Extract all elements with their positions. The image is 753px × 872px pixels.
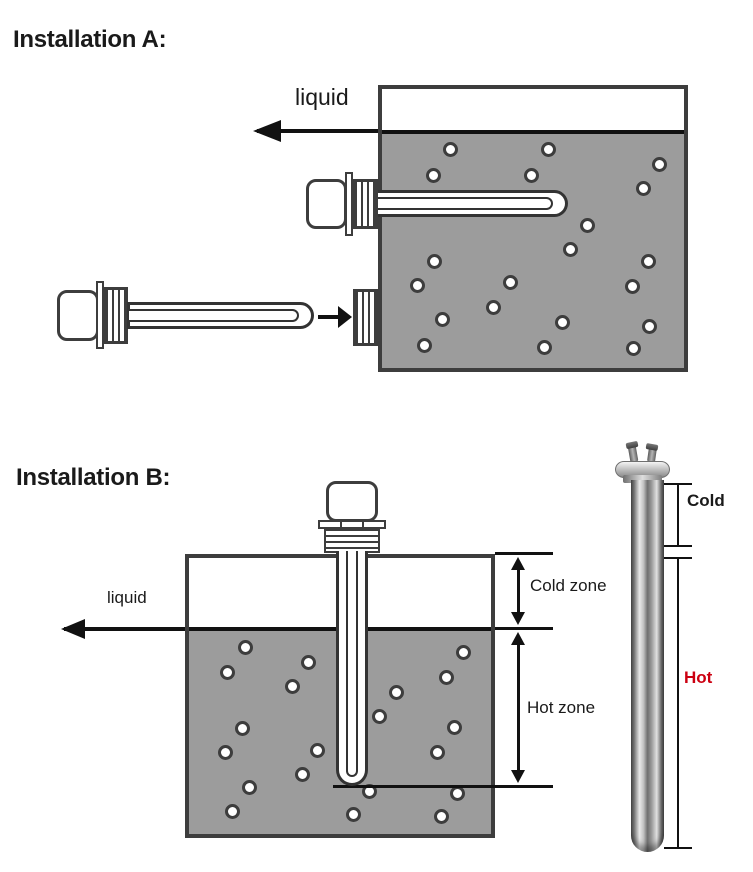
hot-bracket-line (677, 557, 679, 849)
bubble (641, 254, 656, 269)
bubble (580, 218, 595, 233)
bubble (434, 809, 449, 824)
bubble (295, 767, 310, 782)
heater-a2-head (57, 290, 99, 341)
bubble (439, 670, 454, 685)
cold-bracket-bottom-tick (664, 545, 692, 547)
bubble (563, 242, 578, 257)
bubble (555, 315, 570, 330)
bubble (430, 745, 445, 760)
bubble (435, 312, 450, 327)
bubble (285, 679, 300, 694)
bubble (541, 142, 556, 157)
bubble (426, 168, 441, 183)
bubble (636, 181, 651, 196)
bubble (486, 300, 501, 315)
bubble (225, 804, 240, 819)
bubble (220, 665, 235, 680)
installation-b-liquid-label: liquid (107, 588, 147, 607)
bubble (235, 721, 250, 736)
bubble (410, 278, 425, 293)
hot-section-label: Hot (684, 668, 713, 687)
left-arrow-icon-b (61, 619, 85, 639)
bubble (417, 338, 432, 353)
left-arrow-icon-a (253, 120, 281, 142)
heater-a2-tube-inner (127, 309, 299, 322)
hot-zone-label: Hot zone (527, 698, 596, 717)
installation-b-title: Installation B: (16, 464, 171, 491)
bubble (346, 807, 361, 822)
bubble (427, 254, 442, 269)
bubble (310, 743, 325, 758)
bubble (301, 655, 316, 670)
heater-b-head (326, 481, 378, 522)
tank-a (378, 85, 688, 372)
tank-a-wall-fitting (353, 289, 378, 346)
cold-zone-arrow-line (517, 566, 520, 616)
bubble (443, 142, 458, 157)
bubble (537, 340, 552, 355)
bubble (238, 640, 253, 655)
steel-element-tube (631, 480, 664, 852)
cold-zone-label: Cold zone (530, 576, 607, 595)
bubble (626, 341, 641, 356)
bubble (447, 720, 462, 735)
hot-zone-arrow-down-icon (511, 770, 525, 783)
bubble (218, 745, 233, 760)
heater-a1-threads (352, 179, 378, 229)
ref-line-liquid-level (495, 627, 553, 630)
flange-collar (623, 475, 662, 483)
bubble (242, 780, 257, 795)
heater-a2-threads (103, 287, 128, 344)
bubble (503, 275, 518, 290)
bubble (652, 157, 667, 172)
bubble (372, 709, 387, 724)
hot-zone-arrow-line (517, 641, 520, 774)
bubble-layer-a (378, 85, 680, 364)
cold-zone-arrow-down-icon (511, 612, 525, 625)
cold-section-label: Cold (687, 491, 725, 510)
terminal-nut-left (625, 440, 639, 450)
installation-a-title: Installation A: (13, 26, 167, 53)
cold-bracket-line (677, 483, 679, 547)
right-arrow-icon (338, 306, 352, 328)
bubble (524, 168, 539, 183)
liquid-outflow-line-a (257, 129, 378, 133)
heater-b-tube-inner (346, 551, 358, 777)
hot-bracket-bottom-tick (664, 847, 692, 849)
liquid-outflow-line-b (64, 627, 185, 631)
cold-zone-arrow-up-icon (511, 557, 525, 570)
heater-a1-head (306, 179, 347, 229)
bubble (625, 279, 640, 294)
installation-a-liquid-label: liquid (295, 84, 349, 110)
ref-line-tank-top (495, 552, 553, 555)
bubble (642, 319, 657, 334)
bubble (450, 786, 465, 801)
hot-zone-arrow-up-icon (511, 632, 525, 645)
heater-a1-tube-inner (378, 197, 553, 210)
heater-b-threads (324, 527, 380, 553)
ref-line-element-bottom (333, 785, 553, 788)
bubble (389, 685, 404, 700)
bubble (456, 645, 471, 660)
insert-arrow-line (318, 315, 340, 319)
